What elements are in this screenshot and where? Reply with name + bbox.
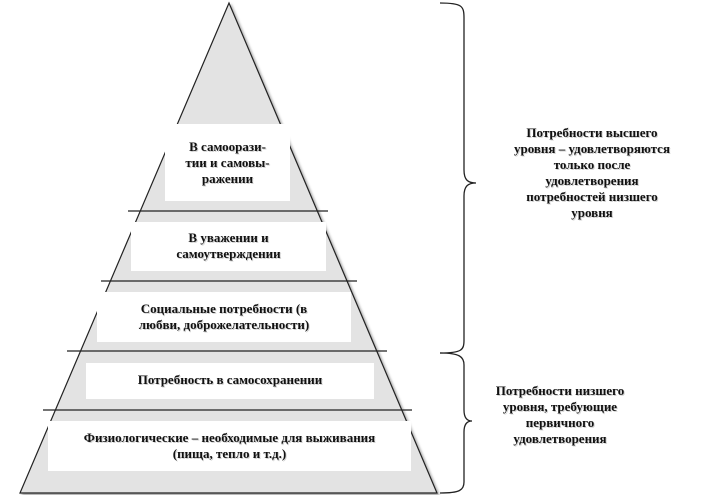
- higher-needs-brace: [439, 2, 477, 354]
- label-box: [97, 292, 351, 342]
- label-box: [86, 363, 374, 399]
- lower-needs-brace: [439, 352, 473, 494]
- label-box: [48, 421, 411, 471]
- label-box: [165, 124, 290, 201]
- level-esteem: В уважении и самоутверждении: [176, 230, 281, 261]
- higher-needs-annotation: Потребности высшего уровня – удовлетворя…: [514, 125, 670, 220]
- level-social: Социальные потребности (в любви, доброже…: [138, 301, 310, 332]
- label-box: [131, 222, 326, 271]
- level-safety: Потребность в самосохранении: [137, 372, 323, 387]
- lower-needs-annotation: Потребности низшего уровня, требующие пе…: [495, 383, 625, 446]
- level-self-actualization: В самоорази- тии и самовы- ражении: [185, 139, 270, 186]
- level-physiological: Физиологические – необходимые для выжива…: [83, 430, 376, 461]
